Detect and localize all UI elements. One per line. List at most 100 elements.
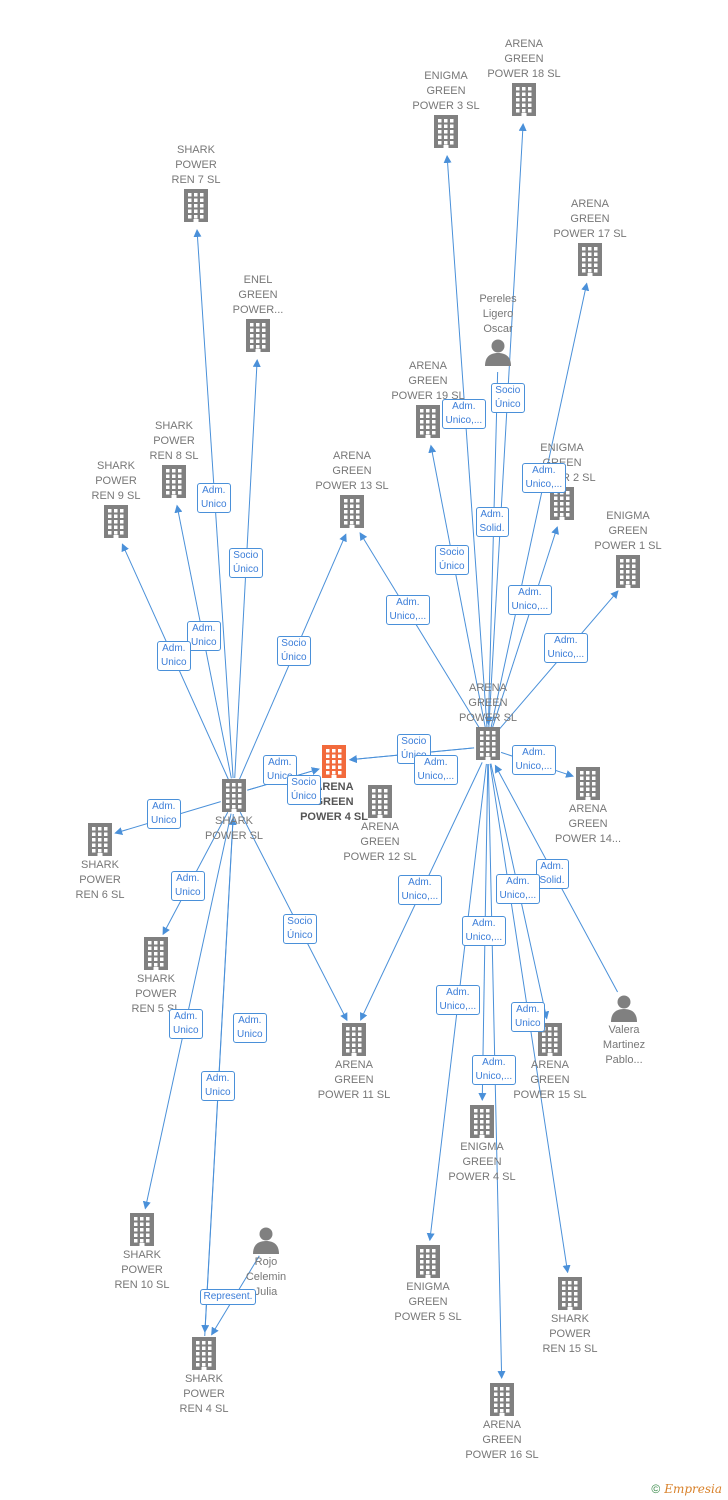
edge-label-arenagp-to-enigma3[interactable]: Adm. Unico,...: [441, 399, 487, 429]
edge-label-arenagp-to-arena13[interactable]: Adm. Unico,...: [385, 595, 431, 625]
company-node-arena16[interactable]: ARENA GREEN POWER 16 SL: [447, 1382, 557, 1463]
company-node-shark9[interactable]: SHARK POWER REN 9 SL: [61, 459, 171, 540]
company-node-arena14[interactable]: ARENA GREEN POWER 14...: [533, 766, 643, 847]
company-node-arena15[interactable]: ARENA GREEN POWER 15 SL: [495, 1022, 605, 1103]
building-icon: [141, 936, 171, 972]
company-node-shark8[interactable]: SHARK POWER REN 8 SL: [119, 419, 229, 500]
edge-label-sharkp-to-shark8[interactable]: Adm. Unico: [187, 621, 221, 651]
node-label: ARENA GREEN POWER 14...: [554, 803, 622, 845]
edge-label-sharkp-to-shark4[interactable]: Adm. Unico: [201, 1071, 235, 1101]
edge-label-valera-to-arenagp[interactable]: Adm. Solid.: [535, 859, 569, 889]
person-node-pereles[interactable]: Pereles Ligero Oscar: [443, 292, 553, 367]
edge-label-sharkp-to-shark6[interactable]: Adm. Unico: [147, 799, 181, 829]
person-node-rojo[interactable]: Rojo Celemin Julia: [211, 1225, 321, 1300]
node-label: SHARK POWER REN 15 SL: [542, 1313, 598, 1355]
edge-label-arenagp-to-arena18[interactable]: Adm. Solid.: [475, 507, 509, 537]
building-icon: [613, 554, 643, 590]
company-node-shark5[interactable]: SHARK POWER REN 5 SL: [101, 936, 211, 1017]
edge-label-sharkp-to-shark5[interactable]: Adm. Unico: [171, 871, 205, 901]
company-node-shark4[interactable]: SHARK POWER REN 4 SL: [149, 1336, 259, 1417]
edge-label-arenagp-to-enigma2[interactable]: Adm. Unico,...: [507, 585, 553, 615]
edge-label-sharkp-to-enel[interactable]: Socio Único: [229, 548, 263, 578]
building-icon: [487, 1382, 517, 1418]
brand-logo: Empresia: [664, 1482, 722, 1496]
company-node-enigma1[interactable]: ENIGMA GREEN POWER 1 SL: [573, 509, 683, 590]
building-icon: [101, 504, 131, 540]
company-node-enel[interactable]: ENEL GREEN POWER...: [203, 273, 313, 354]
node-label: SHARK POWER REN 9 SL: [91, 460, 141, 502]
node-label: SHARK POWER REN 8 SL: [149, 420, 199, 462]
node-label: ARENA GREEN POWER 12 SL: [343, 821, 417, 863]
node-label: ENEL GREEN POWER...: [232, 274, 284, 316]
building-icon: [365, 784, 395, 820]
edge-arenagp-to-arena17: [490, 282, 590, 729]
node-label: SHARK POWER REN 10 SL: [114, 1249, 170, 1291]
edge-label-arenagp-to-enigma5[interactable]: Adm. Unico,...: [435, 985, 481, 1015]
edge-label-arenagp-to-arena14[interactable]: Adm. Unico,...: [511, 745, 557, 775]
edge-label-sharkp-to-arena4[interactable]: Adm. Unico: [263, 755, 297, 785]
edge-label-pereles-to-arenagp[interactable]: Socio Único: [491, 383, 525, 413]
edge-label-sharkp-to-shark7[interactable]: Adm. Unico: [197, 483, 231, 513]
building-icon: [573, 766, 603, 802]
company-node-enigma5[interactable]: ENIGMA GREEN POWER 5 SL: [373, 1244, 483, 1325]
person-icon: [251, 1225, 281, 1255]
building-icon: [219, 778, 249, 814]
company-node-shark10[interactable]: SHARK POWER REN 10 SL: [87, 1212, 197, 1293]
person-node-valera[interactable]: Valera Martinez Pablo...: [569, 993, 679, 1068]
company-node-arenagp[interactable]: ARENA GREEN POWER SL: [433, 681, 543, 762]
company-node-arena17[interactable]: ARENA GREEN POWER 17 SL: [535, 197, 645, 278]
node-label: Pereles Ligero Oscar: [479, 293, 517, 335]
building-icon: [535, 1022, 565, 1058]
building-icon: [243, 318, 273, 354]
company-node-enigma3[interactable]: ENIGMA GREEN POWER 3 SL: [391, 69, 501, 150]
company-node-arena4[interactable]: ARENA GREEN POWER 4 SL: [279, 744, 389, 825]
edge-label-arenagp-to-arena17[interactable]: Adm. Unico,...: [521, 463, 567, 493]
edge-arenagp-to-enigma2: [491, 526, 559, 729]
company-node-arena19[interactable]: ARENA GREEN POWER 19 SL: [373, 359, 483, 440]
edge-label-arenagp-to-arena16[interactable]: Adm. Unico,...: [471, 1055, 517, 1085]
building-icon: [509, 82, 539, 118]
building-icon: [319, 744, 349, 780]
edge-label-shark4-to-sharkp[interactable]: Adm. Unico: [233, 1013, 267, 1043]
company-node-sharkp[interactable]: SHARK POWER SL: [179, 778, 289, 844]
edge-label-sharkp-to-shark10[interactable]: Adm. Unico: [169, 1009, 203, 1039]
edge-label-arenagp-to-arena4[interactable]: Adm. Unico,...: [413, 755, 459, 785]
node-label: ARENA GREEN POWER 18 SL: [487, 38, 561, 80]
edge-label-sharkp-to-arena11[interactable]: Socio Único: [283, 914, 317, 944]
node-label: SHARK POWER SL: [204, 815, 264, 842]
edge-label-arenagp-to-enigma1[interactable]: Adm. Unico,...: [543, 633, 589, 663]
node-label: SHARK POWER REN 4 SL: [179, 1373, 229, 1415]
node-label: ARENA GREEN POWER SL: [458, 682, 518, 724]
edge-label-rojo-to-shark4[interactable]: Represent.: [199, 1289, 257, 1305]
person-icon: [609, 993, 639, 1023]
edge-arenagp-to-arena19: [428, 444, 486, 729]
edge-label-sharkp-to-arena13[interactable]: Socio Único: [277, 636, 311, 666]
node-label: ARENA GREEN POWER 11 SL: [317, 1059, 391, 1101]
company-node-arena13[interactable]: ARENA GREEN POWER 13 SL: [297, 449, 407, 530]
company-node-enigma4[interactable]: ENIGMA GREEN POWER 4 SL: [427, 1104, 537, 1185]
company-node-arena11[interactable]: ARENA GREEN POWER 11 SL: [299, 1022, 409, 1103]
building-icon: [473, 726, 503, 762]
footer-brand[interactable]: ©Empresia: [651, 1482, 722, 1496]
edge-label-arenagp-to-arena19[interactable]: Socio Único: [435, 545, 469, 575]
company-node-shark15[interactable]: SHARK POWER REN 15 SL: [515, 1276, 625, 1357]
node-label: ARENA GREEN POWER 17 SL: [553, 198, 627, 240]
node-label: ARENA GREEN POWER 15 SL: [513, 1059, 587, 1101]
edge-label-arenagp-to-shark15[interactable]: Adm. Unico: [511, 1002, 545, 1032]
building-icon: [467, 1104, 497, 1140]
building-icon: [189, 1336, 219, 1372]
edge-label-arenagp-to-enigma4[interactable]: Adm. Unico,...: [461, 916, 507, 946]
edge-label-sharkp-to-shark9[interactable]: Adm. Unico: [157, 641, 191, 671]
company-node-shark6[interactable]: SHARK POWER REN 6 SL: [45, 822, 155, 903]
building-icon: [555, 1276, 585, 1312]
edge-label-arenagp-to-arena11[interactable]: Adm. Unico,...: [397, 875, 443, 905]
company-node-shark7[interactable]: SHARK POWER REN 7 SL: [141, 143, 251, 224]
edge-label-sharkp-to-arena4[interactable]: Socio Único: [287, 775, 321, 805]
edge-label-arenagp-to-arena15[interactable]: Adm. Unico,...: [495, 874, 541, 904]
company-node-arena18[interactable]: ARENA GREEN POWER 18 SL: [469, 37, 579, 118]
company-node-arena12[interactable]: ARENA GREEN POWER 12 SL: [325, 784, 435, 865]
building-icon: [127, 1212, 157, 1248]
building-icon: [575, 242, 605, 278]
node-label: Rojo Celemin Julia: [245, 1256, 287, 1298]
building-icon: [85, 822, 115, 858]
